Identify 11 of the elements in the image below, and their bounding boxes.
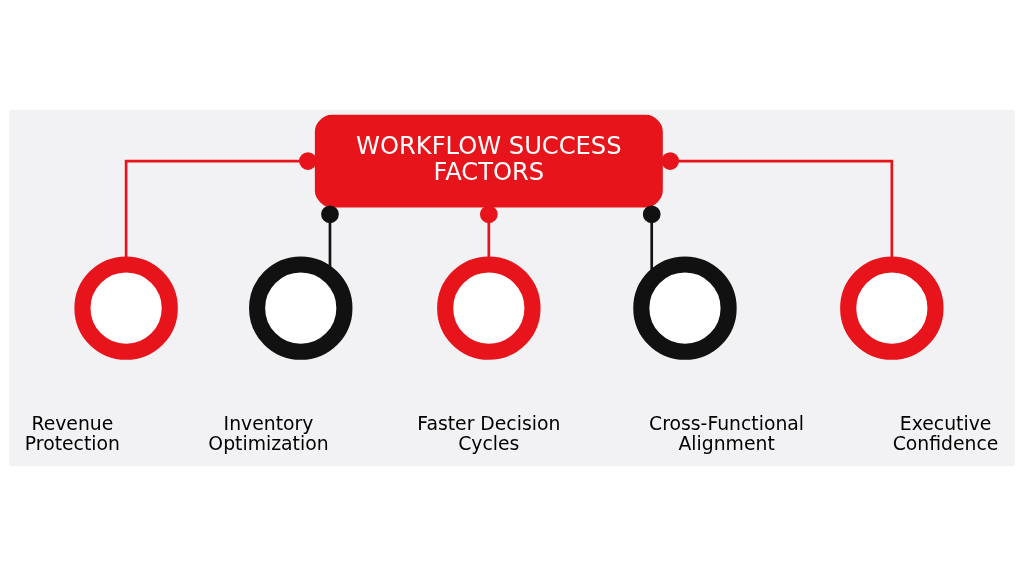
node-pin (437, 256, 541, 360)
node-label: Executive Confidence (892, 413, 999, 455)
node-label: Inventory Optimization (208, 413, 329, 455)
node-label: Revenue Protection (24, 413, 120, 455)
node-pin (840, 256, 944, 360)
node-label: Faster Decision Cycles (417, 413, 561, 455)
node-label: Cross-Functional Alignment (649, 413, 805, 455)
node-box: WORKFLOW SUCCESS FACTORS (314, 114, 663, 208)
node-pin (633, 256, 737, 360)
node-pin (249, 256, 353, 360)
node-pin (74, 256, 178, 360)
